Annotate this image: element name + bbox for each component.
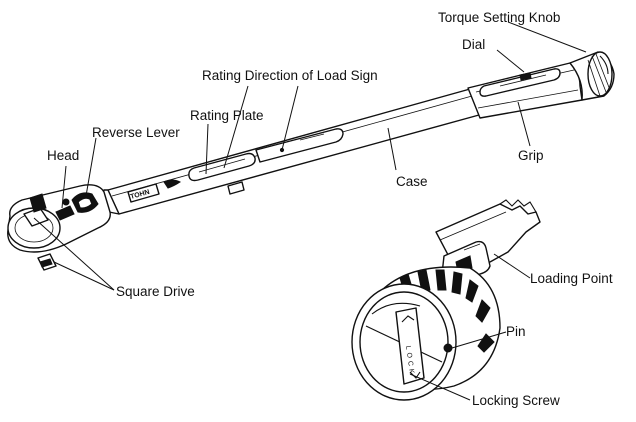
label-pin: Pin [506,324,526,339]
reverse-lever [71,192,99,213]
label-locking-screw: Locking Screw [472,393,560,408]
torque-wrench: TOHN [7,51,615,271]
lock-text: LOCK [404,345,415,377]
torque-setting-knob [569,51,615,101]
label-grip: Grip [518,148,544,163]
closeup-locking-screw: LOCK [395,307,425,385]
grip-end-closeup: LOCK [351,199,541,401]
dial [479,68,561,97]
label-rating-direction: Rating Direction of Load Sign [202,68,378,83]
label-reverse-lever: Reverse Lever [92,125,180,140]
label-head: Head [47,148,79,163]
label-rating-plate: Rating Plate [190,108,264,123]
case-tab [227,181,245,195]
label-square-drive: Square Drive [116,284,195,299]
label-case: Case [396,174,428,189]
label-dial: Dial [462,37,485,52]
head [7,184,111,271]
label-torque-setting-knob: Torque Setting Knob [438,10,560,25]
label-loading-point: Loading Point [530,271,613,286]
brand-marking: TOHN [127,179,181,203]
leader-lines [33,21,587,401]
closeup-pin [443,343,453,353]
